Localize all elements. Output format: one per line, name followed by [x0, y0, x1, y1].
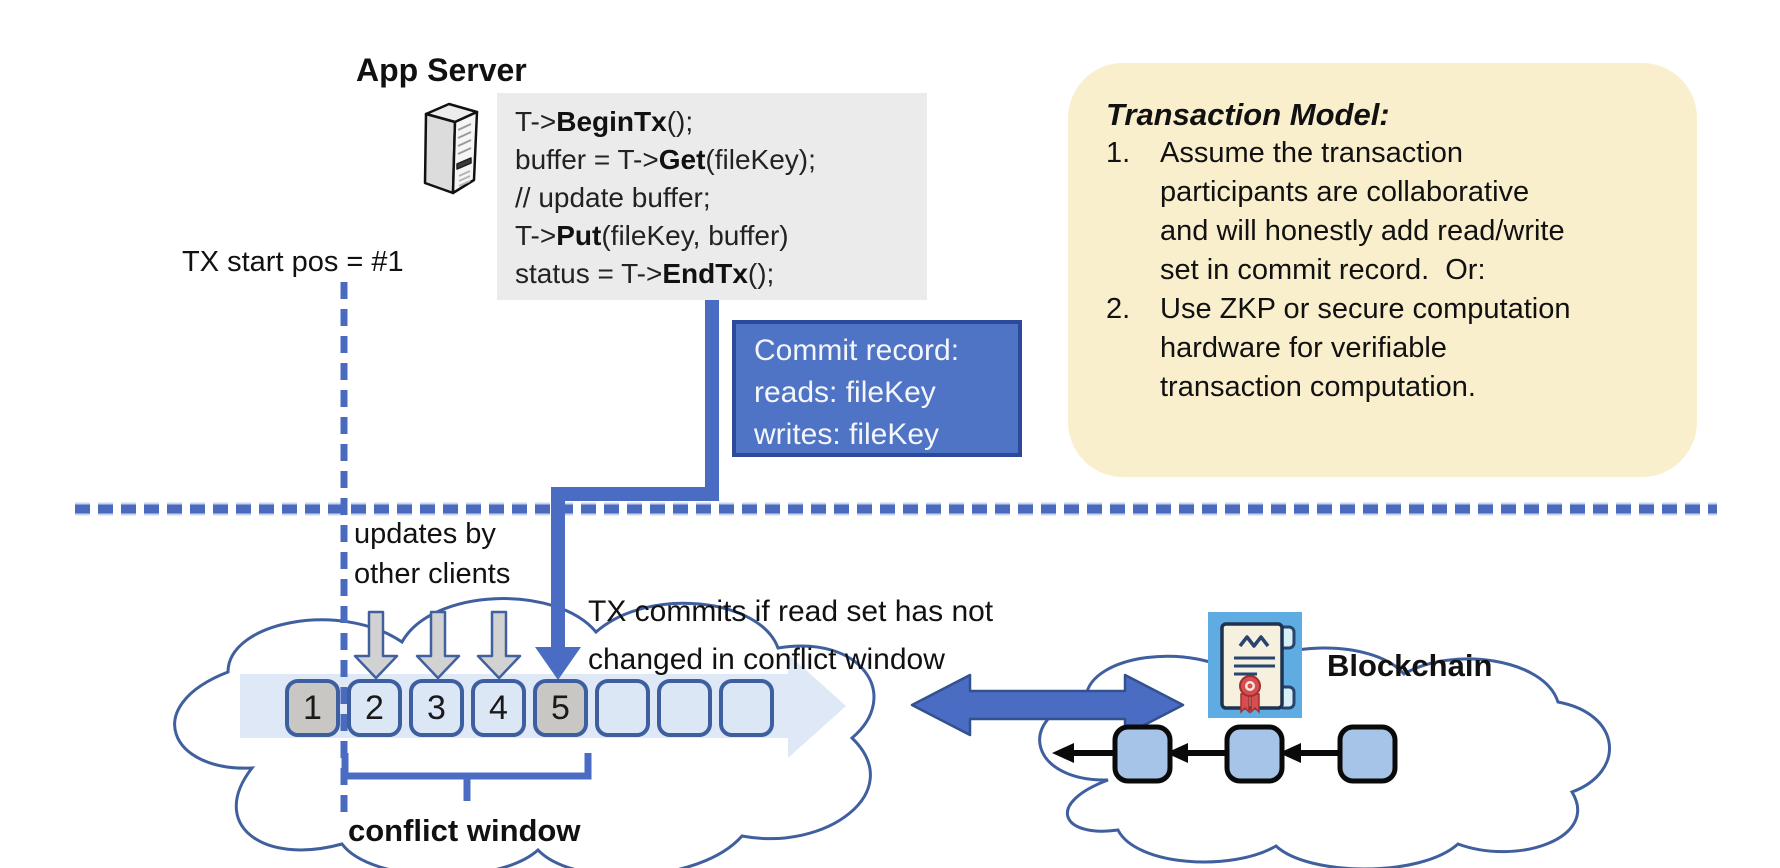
transaction-model-item: 2. Use ZKP or secure computation hardware… [1106, 290, 1667, 407]
item-text: Use ZKP or secure computation hardware f… [1160, 293, 1571, 403]
transaction-model-list: 1. Assume the transaction participants ar… [1106, 134, 1667, 407]
timeline-slot-empty [719, 679, 774, 737]
code-line: // update buffer; [515, 182, 711, 213]
commit-arrowhead [535, 647, 581, 680]
blockchain-chain [1052, 724, 1398, 784]
blockchain-label: Blockchain [1327, 648, 1493, 683]
tx-start-pos-label: TX start pos = #1 [182, 246, 404, 278]
update-arrow-icons [353, 610, 522, 680]
tx-commit-note: TX commits if read set has not changed i… [588, 595, 994, 676]
timeline-slot-1: 1 [285, 679, 340, 737]
commit-record-box: Commit record: reads: fileKey writes: fi… [732, 320, 1022, 457]
transaction-model-item: 1. Assume the transaction participants ar… [1106, 134, 1667, 290]
code-line: T->Put(fileKey, buffer) [515, 220, 789, 251]
block-icon [1337, 724, 1398, 784]
certificate-icon [1208, 612, 1302, 718]
item-number: 2. [1106, 293, 1131, 325]
server-icon [423, 102, 479, 195]
blockchain-cloud-icon [1038, 646, 1611, 868]
timeline-slot-empty [657, 679, 712, 737]
item-text: Assume the transaction participants are … [1160, 137, 1565, 286]
conflict-window-label: conflict window [348, 813, 581, 848]
code-line: status = T->EndTx(); [515, 258, 775, 289]
item-number: 1. [1106, 137, 1131, 169]
code-line: T->BeginTx(); [515, 106, 694, 137]
transaction-model-title: Transaction Model: [1106, 97, 1390, 132]
transaction-code-block: T->BeginTx(); buffer = T->Get(fileKey); //… [497, 93, 927, 300]
block-icon [1224, 724, 1285, 784]
timeline-slot-4: 4 [471, 679, 526, 737]
transaction-model-box: Transaction Model: 1. Assume the transact… [1068, 63, 1697, 477]
timeline-slot-empty [595, 679, 650, 737]
block-icon [1112, 724, 1173, 784]
code-line: buffer = T->Get(fileKey); [515, 144, 816, 175]
timeline-slot-2: 2 [347, 679, 402, 737]
timeline-slot-5: 5 [533, 679, 588, 737]
updates-note: updates by other clients [354, 518, 511, 590]
sync-double-arrow [910, 673, 1185, 737]
conflict-window-bracket [341, 753, 592, 801]
commit-elbow-connector [551, 300, 719, 650]
app-server-title: App Server [356, 52, 527, 88]
timeline-slot-3: 3 [409, 679, 464, 737]
